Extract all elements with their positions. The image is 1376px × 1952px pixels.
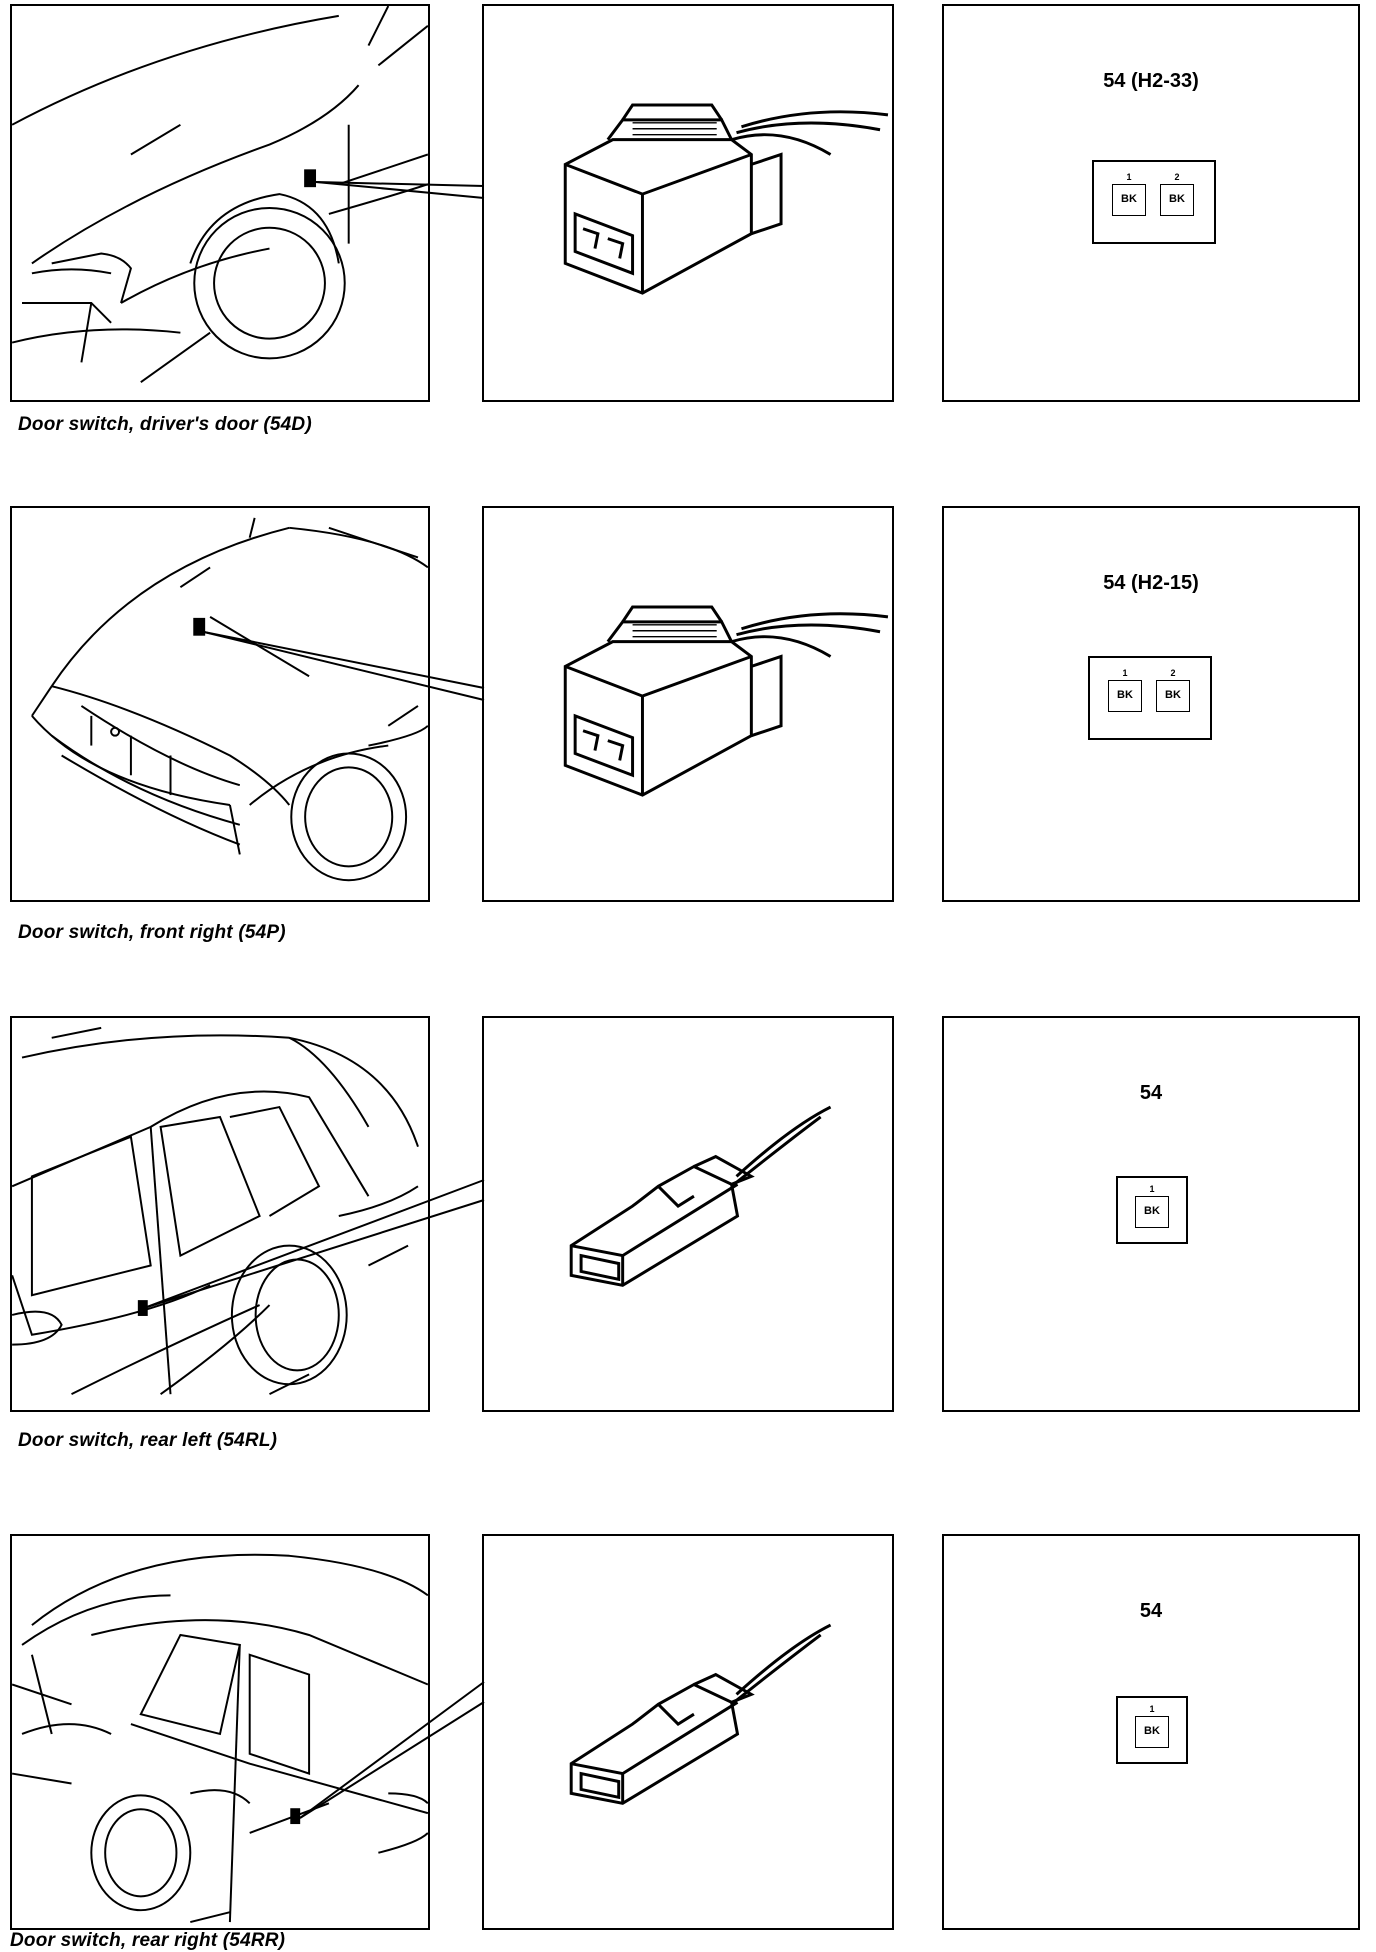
caption-driver-door: Door switch, driver's door (54D) xyxy=(18,414,312,435)
car-illustration-rear-right xyxy=(10,1534,430,1930)
pin-wire-color: BK xyxy=(1156,680,1190,712)
connector-title: 54 (H2-15) xyxy=(1103,572,1199,594)
connector-panel-rear-right: 54 1 BK xyxy=(942,1534,1360,1930)
connector-illustration-1pin-rear-left xyxy=(482,1016,894,1412)
pin-number: 1 xyxy=(1126,172,1132,182)
pin-1: 1 BK xyxy=(1108,668,1142,712)
pin-wire-color: BK xyxy=(1135,1716,1169,1748)
connector-illustration-2pin-driver xyxy=(482,4,894,402)
connector-pin-block: 1 BK 2 BK xyxy=(1088,656,1212,740)
pin-wire-color: BK xyxy=(1108,680,1142,712)
car-illustration-driver-door xyxy=(10,4,430,402)
connector-pin-block: 1 BK xyxy=(1116,1176,1188,1244)
connector-pin-block: 1 BK xyxy=(1116,1696,1188,1764)
pin-wire-color: BK xyxy=(1135,1196,1169,1228)
pin-wire-color: BK xyxy=(1112,184,1146,216)
caption-rear-right: Door switch, rear right (54RR) xyxy=(10,1930,286,1951)
pin-1: 1 BK xyxy=(1135,1704,1169,1748)
pin-number: 1 xyxy=(1122,668,1128,678)
pin-number: 1 xyxy=(1149,1704,1155,1714)
connector-panel-driver-door: 54 (H2-33) 1 BK 2 BK xyxy=(942,4,1360,402)
connector-title: 54 xyxy=(1139,1082,1163,1104)
connector-panel-rear-left: 54 1 BK xyxy=(942,1016,1360,1412)
pin-number: 2 xyxy=(1174,172,1180,182)
connector-panel-front-right: 54 (H2-15) 1 BK 2 BK xyxy=(942,506,1360,902)
caption-front-right: Door switch, front right (54P) xyxy=(18,922,286,943)
pin-wire-color: BK xyxy=(1160,184,1194,216)
pin-2: 2 BK xyxy=(1156,668,1190,712)
connector-title: 54 xyxy=(1139,1600,1163,1622)
pin-number: 2 xyxy=(1170,668,1176,678)
pin-number: 1 xyxy=(1149,1184,1155,1194)
car-illustration-front-right xyxy=(10,506,430,902)
connector-illustration-2pin-front-right xyxy=(482,506,894,902)
connector-illustration-1pin-rear-right xyxy=(482,1534,894,1930)
connector-title: 54 (H2-33) xyxy=(1103,70,1199,92)
car-illustration-rear-left xyxy=(10,1016,430,1412)
pin-1: 1 BK xyxy=(1112,172,1146,216)
connector-pin-block: 1 BK 2 BK xyxy=(1092,160,1216,244)
pin-1: 1 BK xyxy=(1135,1184,1169,1228)
caption-rear-left: Door switch, rear left (54RL) xyxy=(18,1430,278,1451)
pin-2: 2 BK xyxy=(1160,172,1194,216)
